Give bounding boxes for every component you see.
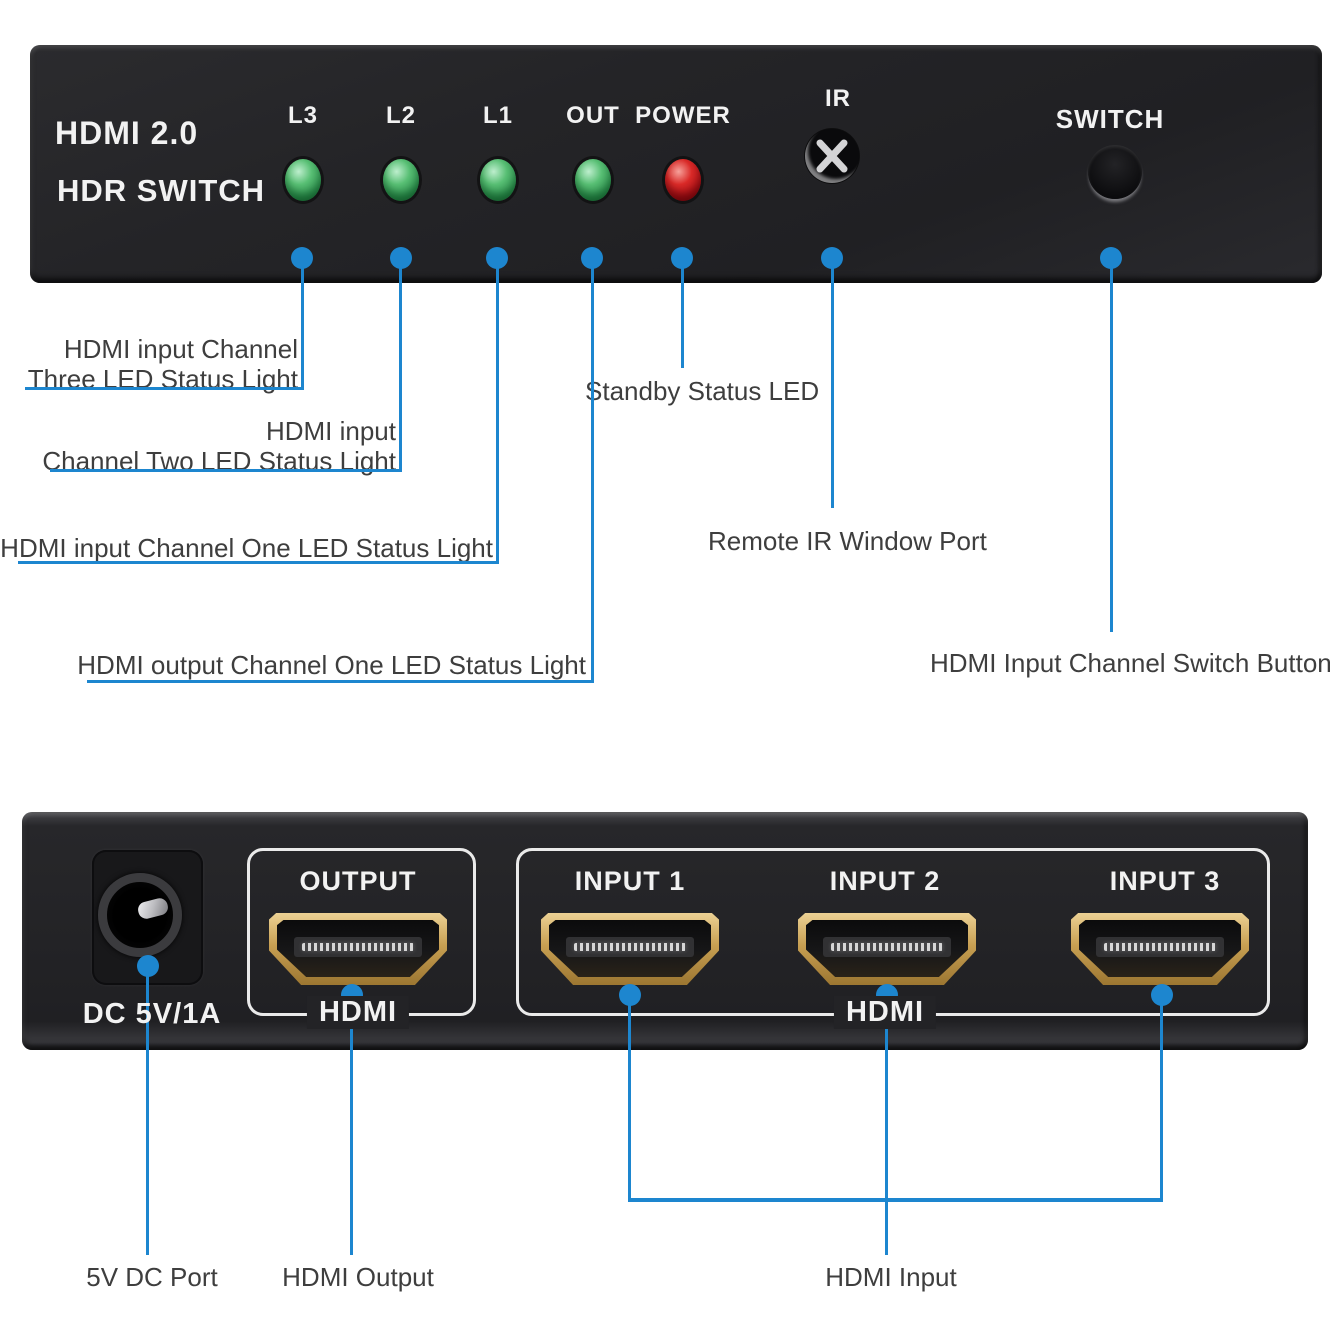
- hdmi-port-pins: [574, 943, 686, 951]
- callout-dot-ir: [821, 247, 843, 269]
- callout-dot-switch: [1100, 247, 1122, 269]
- led-indicator-l1: [480, 159, 516, 201]
- led-label-l3: L3: [287, 102, 319, 129]
- callout-line-output: [350, 995, 353, 1255]
- hdmi-port-cavity: [277, 920, 439, 977]
- led-indicator-l2: [383, 159, 419, 201]
- callout-label-l3: HDMI input Channel Three LED Status Ligh…: [28, 334, 298, 394]
- hdmi-port-pins: [831, 943, 943, 951]
- callout-line-input2: [885, 995, 888, 1255]
- hdmi-port-input-2: [798, 913, 976, 985]
- callout-label-input: HDMI Input: [825, 1262, 957, 1292]
- callout-line-input1: [628, 995, 631, 1202]
- callout-label-out: HDMI output Channel One LED Status Light: [77, 650, 586, 680]
- callout-underline-l3: [25, 387, 304, 390]
- hdmi-port-pins: [1104, 943, 1216, 951]
- callout-dot-input3: [1151, 984, 1173, 1006]
- callout-dot-l1: [486, 247, 508, 269]
- hdmi-port-input-3: [1071, 913, 1249, 985]
- hdmi-port-cavity: [549, 920, 711, 977]
- ir-label: IR: [825, 85, 851, 112]
- led-label-out: OUT: [566, 102, 620, 129]
- ir-x-emblem: [816, 139, 848, 173]
- callout-dot-out: [581, 247, 603, 269]
- callout-label-output: HDMI Output: [282, 1262, 434, 1292]
- callout-underline-l2: [50, 469, 402, 472]
- callout-line-out: [591, 258, 594, 683]
- callout-dot-l3: [291, 247, 313, 269]
- input-port-label-3: INPUT 3: [1109, 866, 1221, 896]
- callout-label-l1: HDMI input Channel One LED Status Light: [0, 533, 493, 563]
- callout-line-input3: [1160, 995, 1163, 1202]
- callout-line-l3: [301, 258, 304, 390]
- led-indicator-power: [665, 159, 701, 201]
- callout-underline-l1: [18, 561, 499, 564]
- output-port-label: OUTPUT: [299, 866, 417, 896]
- callout-label-ir: Remote IR Window Port: [708, 526, 987, 556]
- input-port-label-1: INPUT 1: [574, 866, 686, 896]
- led-indicator-out: [575, 159, 611, 201]
- front-panel: HDMI 2.0 HDR SWITCH L3 L2 L1 OUT POWER I…: [30, 45, 1322, 283]
- callout-line-l2: [399, 258, 402, 472]
- led-indicator-l3: [285, 159, 321, 201]
- callout-dot-input1: [619, 984, 641, 1006]
- callout-line-l1: [496, 258, 499, 564]
- hdmi-port-cavity: [1079, 920, 1241, 977]
- callout-line-dc: [146, 966, 149, 1255]
- led-label-l1: L1: [482, 102, 514, 129]
- back-panel: DC 5V/1A OUTPUT HDMI INPUT 1 INPUT 2 INP…: [22, 812, 1308, 1050]
- switch-label: SWITCH: [1055, 104, 1165, 134]
- dc-label: DC 5V/1A: [82, 998, 222, 1030]
- callout-label-dc: 5V DC Port: [86, 1262, 218, 1292]
- callout-label-l2-line1: HDMI input: [265, 416, 396, 446]
- callout-line-switch: [1110, 258, 1113, 632]
- output-group-footer: HDMI: [306, 996, 410, 1029]
- callout-dot-power: [671, 247, 693, 269]
- ir-window-icon: [805, 129, 859, 183]
- callout-label-power: Standby Status LED: [585, 376, 820, 406]
- callout-dot-l2: [390, 247, 412, 269]
- callout-line-power: [681, 258, 684, 368]
- callout-line-ir: [831, 258, 834, 508]
- callout-underline-out: [87, 680, 594, 683]
- hdmi-port-cavity: [806, 920, 968, 977]
- brand-line1: HDMI 2.0: [55, 115, 199, 151]
- hdmi-port-output: [269, 913, 447, 985]
- callout-label-l3-line1: HDMI input Channel: [63, 334, 298, 364]
- hdmi-port-pins: [302, 943, 414, 951]
- callout-dot-dc: [137, 955, 159, 977]
- input-port-label-2: INPUT 2: [829, 866, 941, 896]
- led-label-l2: L2: [385, 102, 417, 129]
- brand-line2: HDR SWITCH: [57, 173, 266, 208]
- switch-button: [1088, 145, 1142, 199]
- hdmi-port-input-1: [541, 913, 719, 985]
- callout-label-switch: HDMI Input Channel Switch Button: [930, 648, 1330, 678]
- callout-busline-input: [628, 1198, 1163, 1202]
- callout-label-l2: HDMI input Channel Two LED Status Light: [42, 416, 396, 476]
- led-label-power: POWER: [635, 102, 731, 129]
- input-group-footer: HDMI: [833, 996, 937, 1029]
